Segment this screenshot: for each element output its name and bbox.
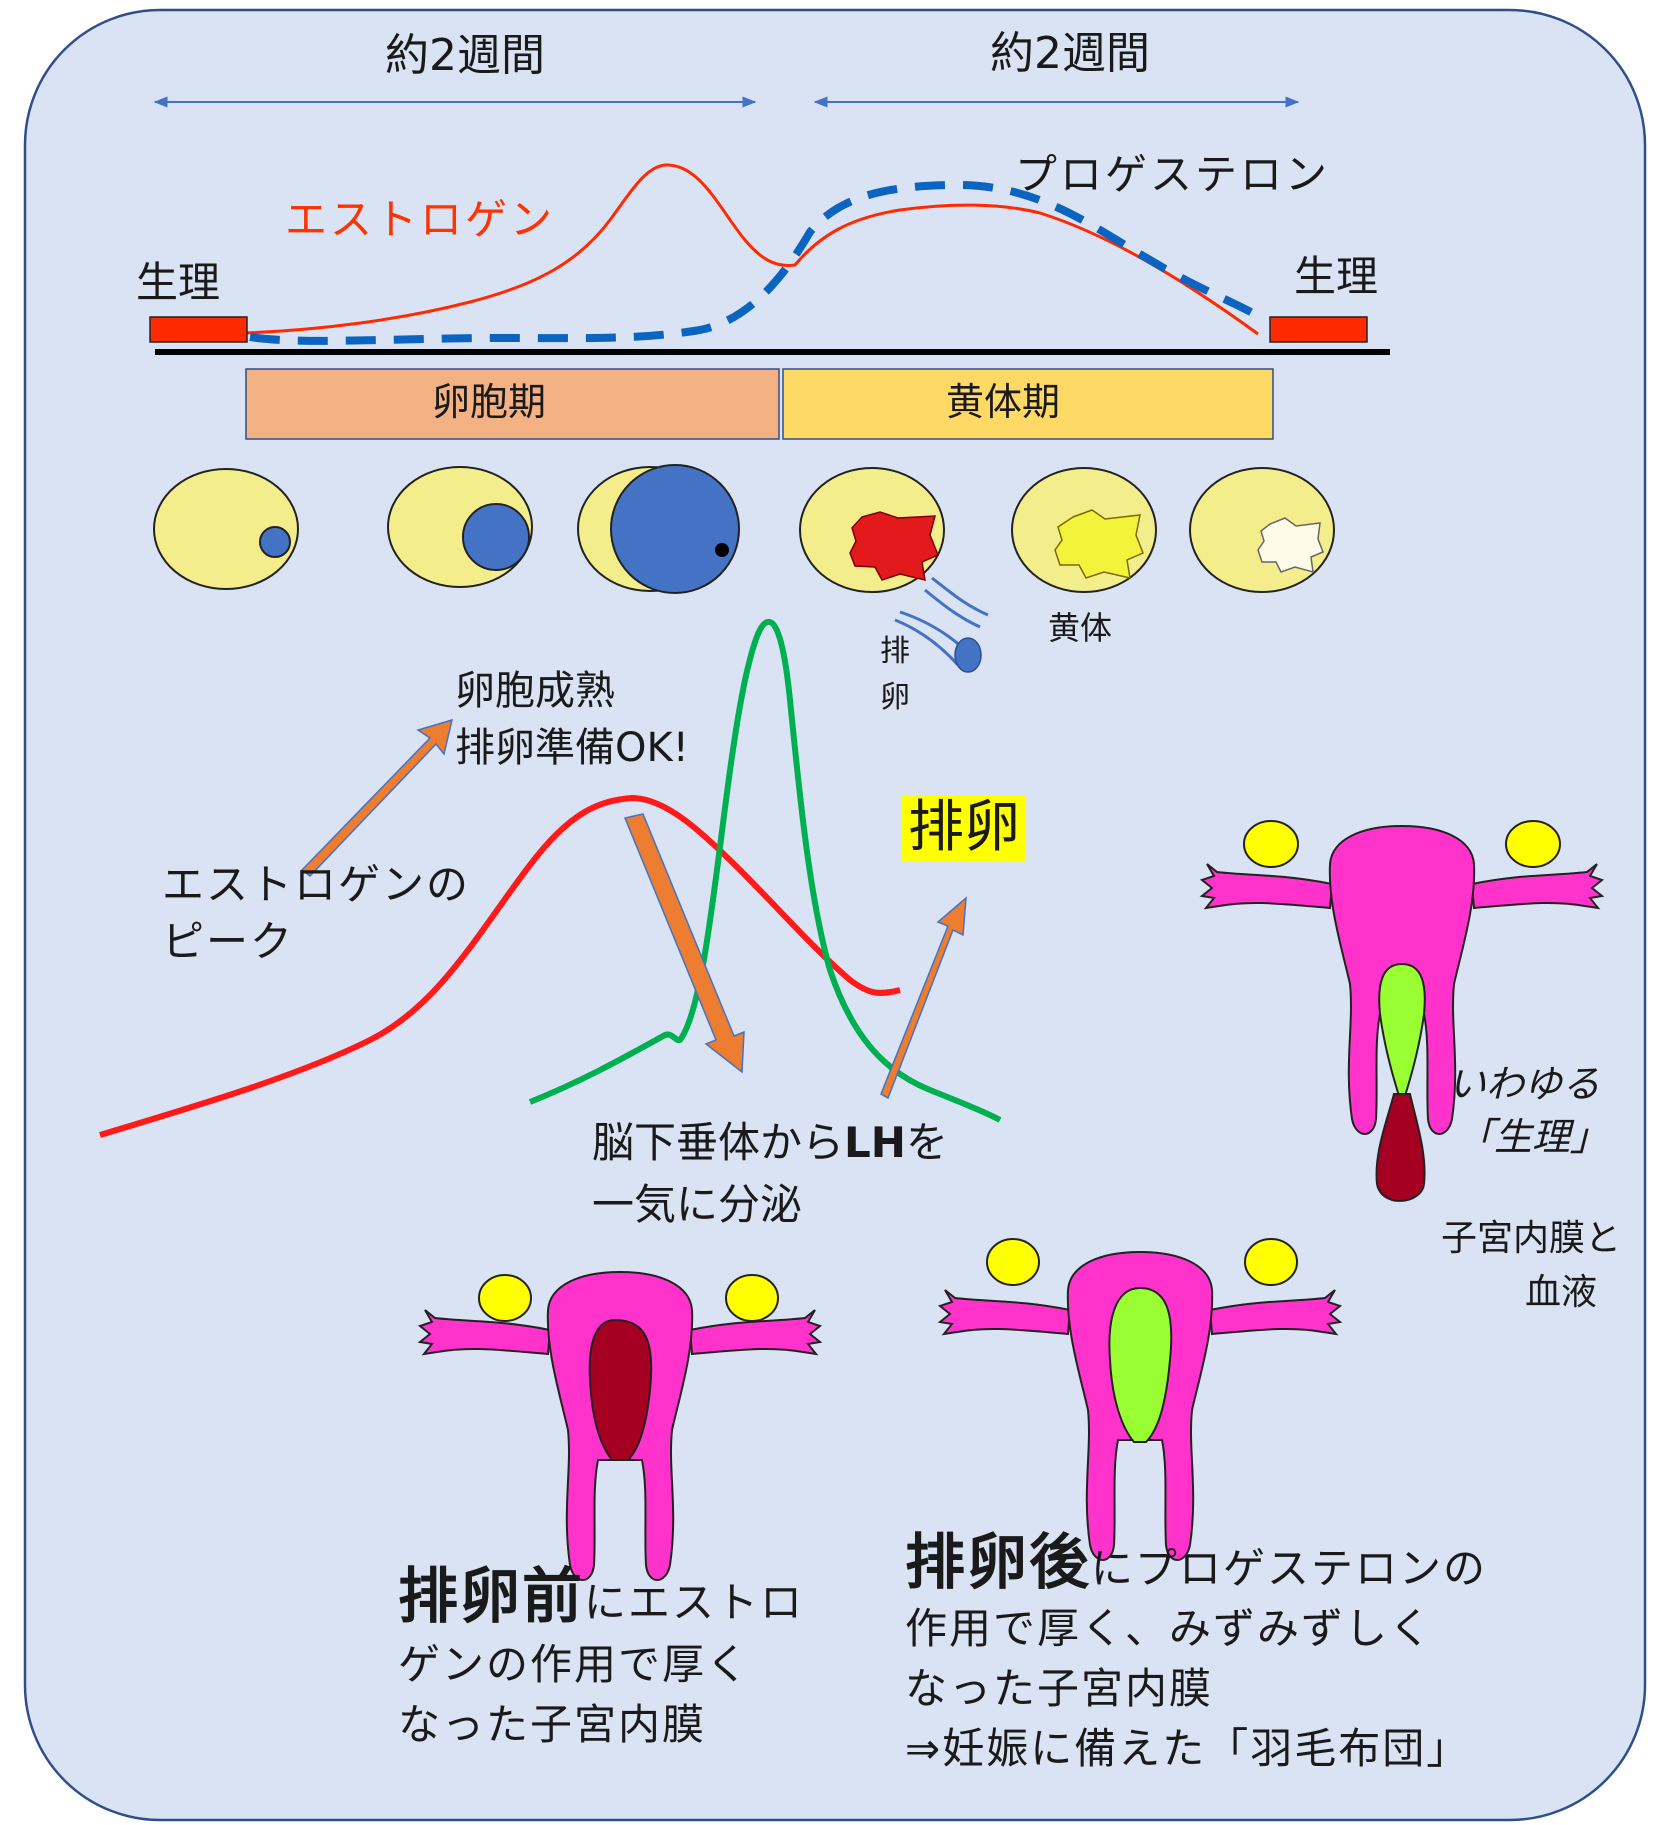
ovary-stage-6: [1189, 467, 1335, 593]
pituitary-label-prefix: 脳下垂体から: [592, 1118, 845, 1167]
pituitary-label-1: 脳下垂体からLHを: [592, 1118, 948, 1168]
menstruation-contents-label-1: 子宮内膜と: [1441, 1218, 1622, 1259]
release-wave-4: [931, 576, 989, 617]
so-called-period-label-2: 「生理」: [1456, 1115, 1609, 1159]
follicle-mature-label-2: 排卵準備OK!: [455, 725, 689, 771]
corpus-albicans: [1257, 517, 1324, 574]
corpus-luteum: [1054, 509, 1144, 579]
ruptured-follicle: [849, 511, 939, 581]
uterus-before-ovulation: [419, 1271, 821, 1581]
pituitary-label-suffix: を: [905, 1118, 948, 1167]
estrogen-curve: [244, 163, 1259, 336]
estrogen-label: エストロゲン: [285, 195, 556, 244]
so-called-period-label-1: いわゆる: [1448, 1062, 1601, 1106]
lh-bold: LH: [844, 1118, 906, 1167]
period-bar-left: [149, 316, 248, 343]
released-egg: [954, 637, 982, 673]
luteal-phase-bar: [782, 368, 1274, 440]
before-ovulation-caption-2: ゲンの作用で厚く: [398, 1640, 751, 1689]
ovary-stage-5: [1011, 467, 1157, 593]
after-ovulation-caption-1: 排卵後にプロゲステロンの: [905, 1528, 1487, 1599]
after-ovulation-caption-3: なった子宮内膜: [905, 1664, 1214, 1713]
follicular-phase-label: 卵胞期: [432, 380, 547, 424]
lh-surge-curve: [528, 618, 1002, 1123]
ovary-stage-3: [577, 464, 740, 594]
second-span-label: 約2週間: [990, 28, 1150, 79]
estrogen-peak-label-1: エストロゲンの: [162, 860, 471, 909]
after-ovulation-caption-2: 作用で厚く、みずみずしく: [905, 1604, 1434, 1653]
arrow-to-follicle-maturation: [300, 718, 454, 877]
estrogen-peak-label-2: ピーク: [162, 917, 295, 966]
release-wave-2: [894, 618, 960, 667]
ovary-stage-2: [387, 466, 533, 588]
before-ovulation-suffix: にエストロ: [584, 1578, 805, 1627]
first-span-label: 約2週間: [385, 30, 545, 81]
egg-dot: [715, 543, 729, 557]
ovary-stage-1: [153, 468, 299, 590]
after-ovulation-suffix: にプロゲステロンの: [1091, 1544, 1488, 1593]
arrow-to-ovulation: [880, 896, 967, 1100]
period-left-label: 生理: [136, 258, 221, 307]
after-ovulation-caption-4: ⇒妊娠に備えた「羽毛布団」: [905, 1724, 1471, 1773]
thick-endometrium: [588, 1318, 653, 1461]
after-ovulation-bold: 排卵後: [905, 1528, 1091, 1598]
progesterone-label: プロゲステロン: [1015, 150, 1331, 199]
before-ovulation-caption-1: 排卵前にエストロ: [398, 1562, 804, 1633]
follicular-phase-bar: [245, 368, 780, 440]
menstrual-blood: [1375, 1093, 1426, 1202]
menstruation-contents-label-2: 血液: [1525, 1272, 1598, 1313]
before-ovulation-bold: 排卵前: [398, 1562, 584, 1632]
background-panel: [23, 8, 1647, 1822]
period-right-label: 生理: [1294, 252, 1379, 301]
ovulation-vertical-label-2: 卵: [880, 680, 910, 715]
arrow-to-lh-secretion: [623, 813, 745, 1074]
corpus-luteum-label: 黄体: [1048, 609, 1113, 647]
follicle-mature-label-1: 卵胞成熟: [455, 668, 615, 714]
ovary-stage-4: [799, 467, 945, 593]
follicle-medium: [462, 503, 530, 571]
ovulation-vertical-label-1: 排: [880, 634, 910, 669]
ovulation-highlight-label: 排卵: [902, 795, 1026, 862]
luteal-phase-label: 黄体期: [946, 380, 1061, 424]
follicle-small: [259, 526, 291, 558]
uterus-after-ovulation: [939, 1238, 1341, 1561]
pituitary-label-2: 一気に分泌: [592, 1180, 803, 1229]
fluffy-endometrium: [1108, 1286, 1173, 1443]
estrogen-peak-curve: [99, 794, 901, 1138]
before-ovulation-caption-3: なった子宮内膜: [398, 1700, 707, 1749]
uterus-menstruation: [1201, 820, 1603, 1202]
release-wave-5: [924, 588, 981, 629]
follicle-mature: [610, 464, 740, 594]
period-bar-right: [1269, 316, 1368, 343]
progesterone-curve: [249, 180, 1260, 345]
